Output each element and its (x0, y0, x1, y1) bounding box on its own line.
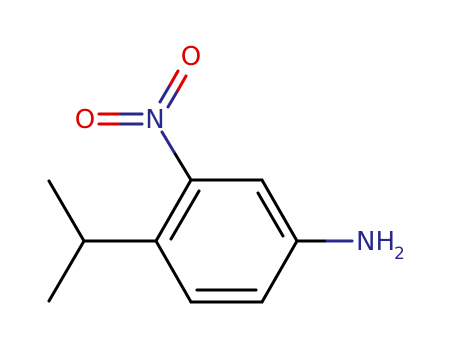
atom-labels: O O N NH 2 (75, 42, 405, 264)
bond-n-o-top-b-o (176, 74, 188, 92)
bond-n-o-top-a (158, 83, 172, 104)
bond-ring-1 (154, 178, 193, 243)
oxygen-top-label: O (181, 42, 201, 72)
amine-subscript: 2 (394, 244, 405, 264)
bond-nitro-ring (172, 150, 193, 182)
bond-n-o-top-a-o (168, 69, 180, 87)
bond-ring-1-inner (169, 189, 201, 241)
bond-n-o-top-b (166, 88, 180, 109)
oxygen-left-label: O (75, 105, 95, 135)
bond-ring-4 (260, 239, 299, 304)
bond-ring-3-inner (256, 191, 285, 238)
bond-methyl-lower (47, 239, 86, 303)
bond-ring-3 (260, 178, 299, 243)
bond-nitro-ring-n (160, 130, 176, 154)
nitro-nitrogen-label: N (145, 105, 164, 135)
amine-label: NH (356, 227, 395, 257)
bonds (47, 69, 354, 304)
bond-ring-6 (154, 239, 193, 304)
bond-methyl-upper (47, 179, 86, 243)
